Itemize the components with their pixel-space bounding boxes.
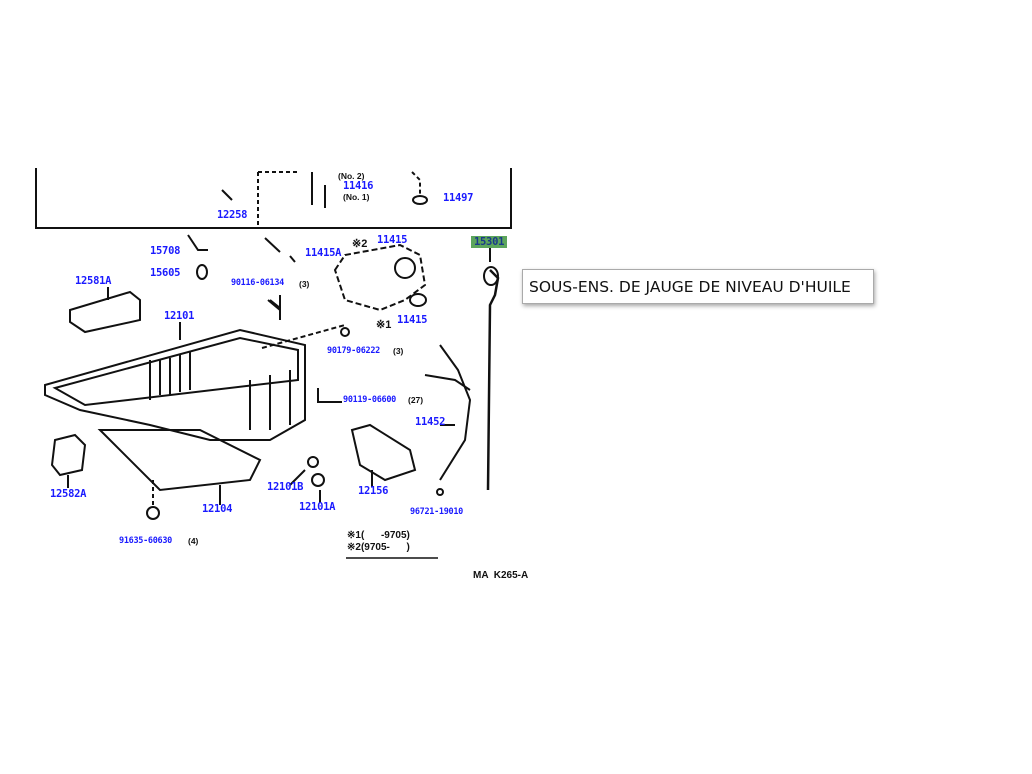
- part-note-no2: (No. 2): [338, 171, 365, 181]
- part-label-15708[interactable]: 15708: [150, 245, 181, 257]
- part-label-12104[interactable]: 12104: [202, 503, 233, 515]
- qty-91635-60630: (4): [188, 536, 199, 546]
- part-label-12258[interactable]: 12258: [217, 209, 248, 221]
- part-label-11497[interactable]: 11497: [443, 192, 474, 204]
- part-label-12156[interactable]: 12156: [358, 485, 389, 497]
- qty-90116-06134: (3): [299, 279, 310, 289]
- part-label-11415-no2[interactable]: 11415: [377, 234, 408, 246]
- part-tooltip: SOUS-ENS. DE JAUGE DE NIVEAU D'HUILE: [522, 269, 874, 304]
- part-label-12101[interactable]: 12101: [164, 310, 195, 322]
- part-label-96721-19010[interactable]: 96721-19010: [410, 507, 463, 517]
- part-label-91635-60630[interactable]: 91635-60630: [119, 536, 172, 546]
- part-label-15301-highlighted[interactable]: 15301: [471, 236, 508, 248]
- part-label-12101a[interactable]: 12101A: [299, 501, 336, 513]
- diagram-code: MA K265-A: [473, 570, 529, 581]
- marker-1: ※1: [376, 319, 392, 331]
- part-label-90116-06134[interactable]: 90116-06134: [231, 278, 284, 288]
- legend-line-2: ※2(9705- ): [347, 542, 410, 553]
- part-label-12581a[interactable]: 12581A: [75, 275, 112, 287]
- part-label-15605[interactable]: 15605: [150, 267, 181, 279]
- part-label-11416[interactable]: 11416: [343, 180, 374, 192]
- part-label-12101b[interactable]: 12101B: [267, 481, 304, 493]
- part-label-90179-06222[interactable]: 90179-06222: [327, 346, 380, 356]
- marker-2: ※2: [352, 238, 368, 250]
- part-note-no1: (No. 1): [343, 192, 370, 202]
- part-label-12582a[interactable]: 12582A: [50, 488, 87, 500]
- part-label-11415a[interactable]: 11415A: [305, 247, 342, 259]
- qty-90119-06600: (27): [408, 395, 424, 405]
- part-label-11415-no1[interactable]: 11415: [397, 314, 428, 326]
- part-label-11452[interactable]: 11452: [415, 416, 446, 428]
- part-label-90119-06600[interactable]: 90119-06600: [343, 395, 396, 405]
- qty-90179-06222: (3): [393, 346, 404, 356]
- legend-line-1: ※1( -9705): [347, 530, 410, 541]
